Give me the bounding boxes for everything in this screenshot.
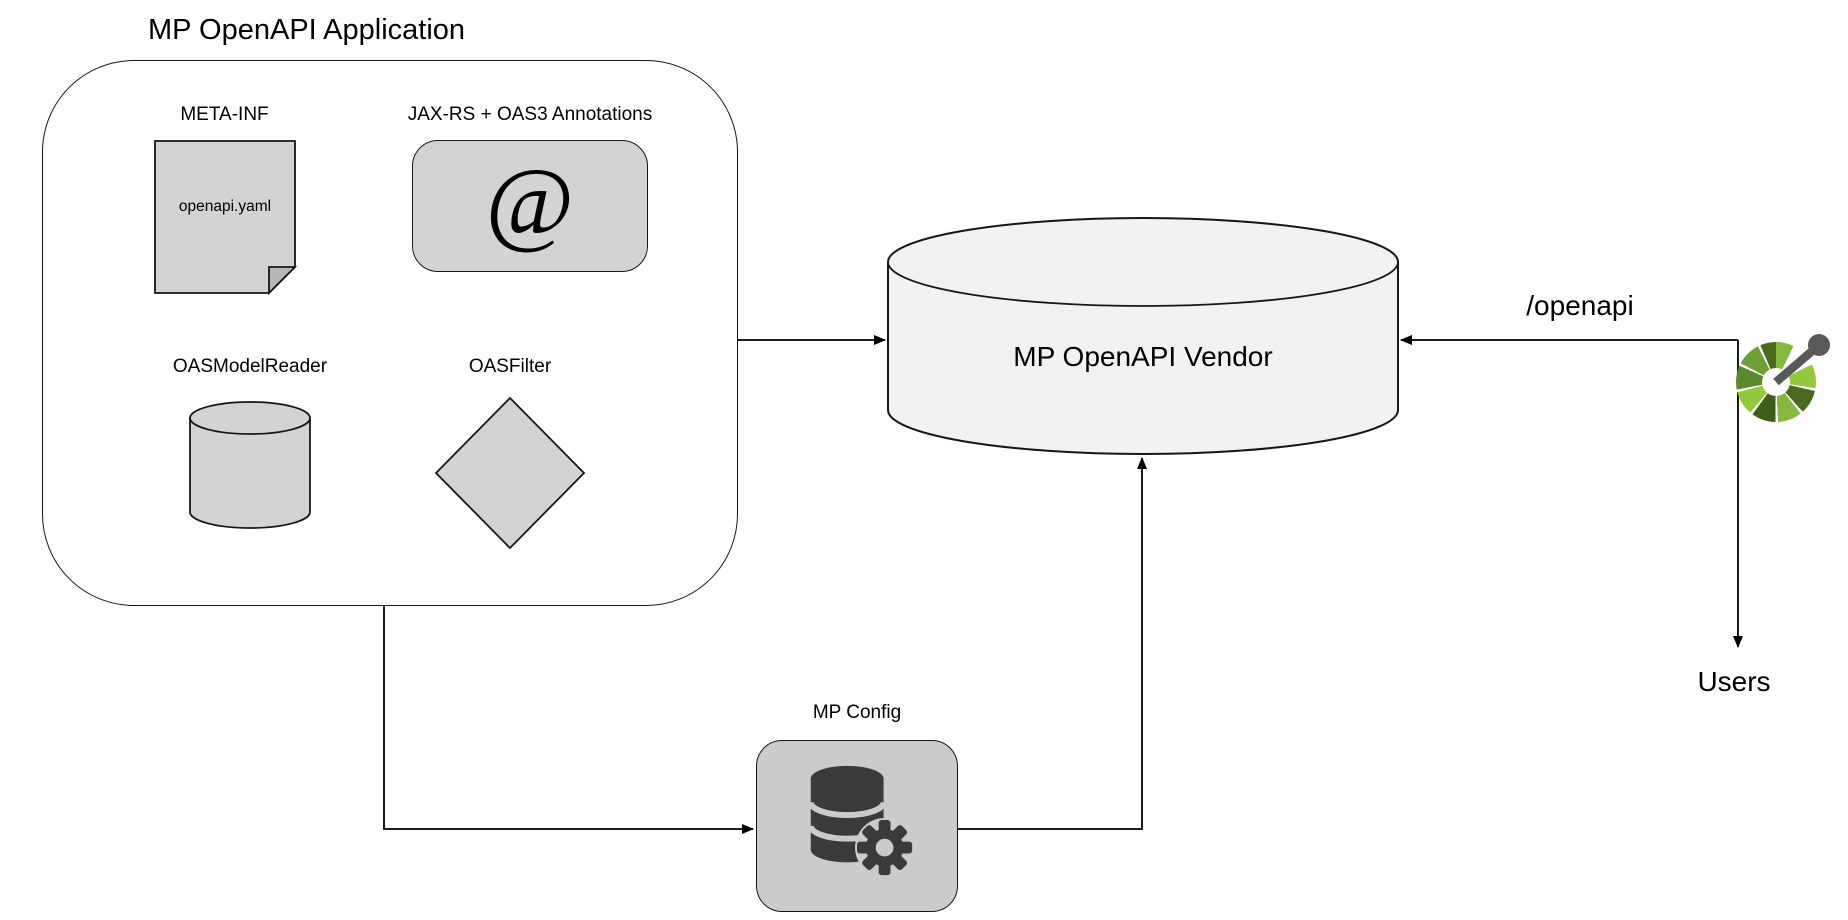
annotations-label: JAX-RS + OAS3 Annotations [407,104,653,125]
model-reader-cylinder-icon [189,401,311,529]
openapi-yaml-label: openapi.yaml [178,198,272,215]
vendor-database-shape [887,217,1399,455]
openapi-path-label: /openapi [1526,290,1634,321]
document-icon [154,140,297,295]
mp-config-box [756,740,958,912]
at-symbol: @ [485,148,575,255]
mp-config-label: MP Config [812,702,902,723]
arrow-config-to-vendor [958,457,1147,830]
vendor-label: MP OpenAPI Vendor [1013,341,1273,372]
users-label: Users [1697,666,1771,697]
database-gear-icon [807,765,915,878]
annotations-box: @ [412,140,648,272]
arrow-app-to-config [383,606,754,834]
openapi-logo-icon [1728,330,1838,430]
logo-handle-icon [1773,334,1830,386]
filter-label: OASFilter [468,356,552,377]
model-reader-label: OASModelReader [172,356,328,377]
diagram-title: MP OpenAPI Application [148,14,466,46]
filter-diamond-icon [434,396,586,550]
meta-inf-label: META-INF [180,104,269,125]
